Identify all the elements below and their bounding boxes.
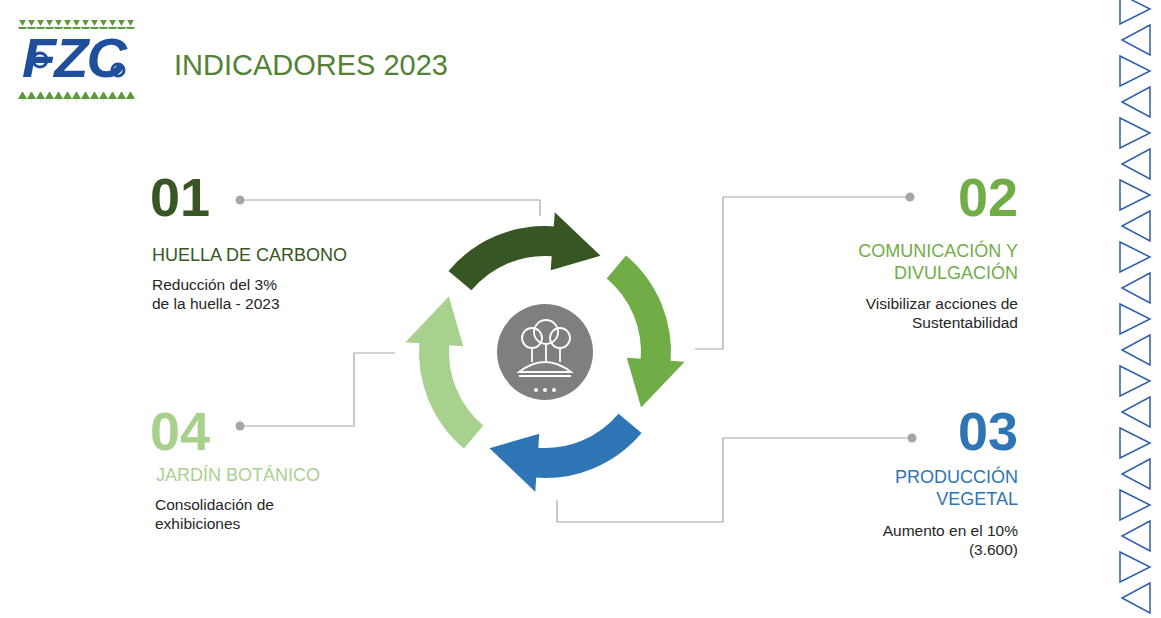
band-triangle <box>1122 273 1150 303</box>
band-triangle <box>1120 118 1150 148</box>
band-triangle <box>1122 583 1150 613</box>
band-triangle <box>1120 0 1150 24</box>
leader-dots <box>236 193 917 443</box>
indicator-text: Reducción del 3% de la huella - 2023 <box>152 276 292 314</box>
arrow-head <box>405 297 463 347</box>
indicator-text: Aumento en el 10% (3.600) <box>858 522 1018 560</box>
band-triangle <box>1122 211 1150 241</box>
cycle-arrow <box>448 212 600 290</box>
band-triangle <box>1120 552 1150 582</box>
arrow-body <box>534 414 642 478</box>
cycle-arrow <box>490 414 642 492</box>
indicator-heading: PRODUCCIÓN VEGETAL <box>868 467 1018 511</box>
arrow-body <box>448 226 556 290</box>
arrow-head <box>627 358 685 408</box>
band-triangle <box>1120 180 1150 210</box>
band-triangle <box>1120 304 1150 334</box>
arrow-body <box>419 341 483 449</box>
callout-number: 03 <box>958 404 1018 458</box>
indicator-text: Consolidación de exhibiciones <box>155 496 295 534</box>
band-triangle <box>1122 521 1150 551</box>
band-triangle <box>1122 335 1150 365</box>
callout-number: 01 <box>150 170 210 224</box>
band-triangle <box>1120 490 1150 520</box>
cycle-arrow <box>405 297 483 449</box>
arrow-head <box>490 434 540 492</box>
logo-frame <box>18 20 135 101</box>
band-triangle <box>1122 87 1150 117</box>
indicator-heading: COMUNICACIÓN Y DIVULGACIÓN <box>828 241 1018 285</box>
indicator-text: Visibilizar acciones de Sustentabilidad <box>833 295 1018 333</box>
band-triangle <box>1120 242 1150 272</box>
decor-band <box>1120 0 1150 613</box>
callout-number: 04 <box>150 404 210 458</box>
indicator-heading: JARDÍN BOTÁNICO <box>156 465 320 487</box>
center-icon <box>497 304 593 400</box>
band-triangle <box>1120 56 1150 86</box>
cycle-arrows <box>405 212 684 491</box>
band-triangle <box>1120 428 1150 458</box>
indicator-heading: HUELLA DE CARBONO <box>152 245 347 267</box>
band-triangle <box>1122 459 1150 489</box>
arrow-head <box>551 212 601 270</box>
band-triangle <box>1122 397 1150 427</box>
logo-text: FZC <box>22 30 125 86</box>
page-title: INDICADORES 2023 <box>174 48 448 83</box>
arrow-body <box>607 255 671 363</box>
band-triangle <box>1122 149 1150 179</box>
cycle-arrow <box>607 255 685 407</box>
band-triangle <box>1122 25 1150 55</box>
band-triangle <box>1120 366 1150 396</box>
callout-number: 02 <box>958 170 1018 224</box>
